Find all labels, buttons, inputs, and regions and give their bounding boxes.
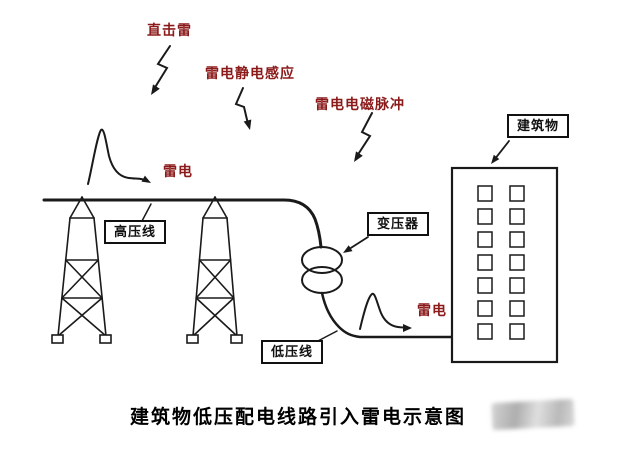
label-electrostatic-induction: 雷电静电感应 [205, 65, 295, 81]
label-low-voltage-line: 低压线 [261, 340, 324, 365]
building-windows [477, 185, 525, 340]
label-high-voltage-line: 高压线 [104, 220, 167, 245]
transmission-tower-2 [186, 196, 243, 344]
transformer-label-arrow [343, 236, 369, 253]
transformer-symbol [301, 246, 343, 294]
label-transformer: 变压器 [367, 212, 430, 237]
arrowhead [403, 324, 412, 332]
label-building: 建筑物 [507, 114, 570, 139]
high-voltage-wire [42, 198, 323, 249]
transmission-tower-1 [51, 196, 112, 344]
surge-waveform-right [359, 292, 412, 332]
low-voltage-wire [320, 291, 454, 339]
building-label-arrow [491, 140, 510, 164]
arrowhead [354, 151, 363, 162]
label-direct-lightning: 直击雷 [147, 22, 192, 38]
arrowhead [141, 175, 151, 183]
label-surge-left: 雷电 [163, 163, 193, 179]
building-outline [450, 166, 559, 364]
arrowhead [151, 84, 160, 95]
arrowhead [243, 119, 252, 130]
arrowhead [343, 245, 353, 253]
arrowhead [491, 154, 500, 164]
lightning-bolt-electrostatic [234, 87, 252, 130]
watermark [491, 398, 575, 431]
label-surge-right: 雷电 [417, 302, 447, 318]
high-voltage-leader-line [141, 203, 152, 222]
label-electromagnetic-pulse: 雷电电磁脉冲 [315, 96, 405, 112]
diagram-title: 建筑物低压配电线路引入雷电示意图 [130, 407, 467, 428]
surge-waveform-left [87, 128, 151, 185]
lightning-bolt-emp [354, 112, 373, 162]
lightning-bolt-direct-strike [151, 45, 171, 95]
